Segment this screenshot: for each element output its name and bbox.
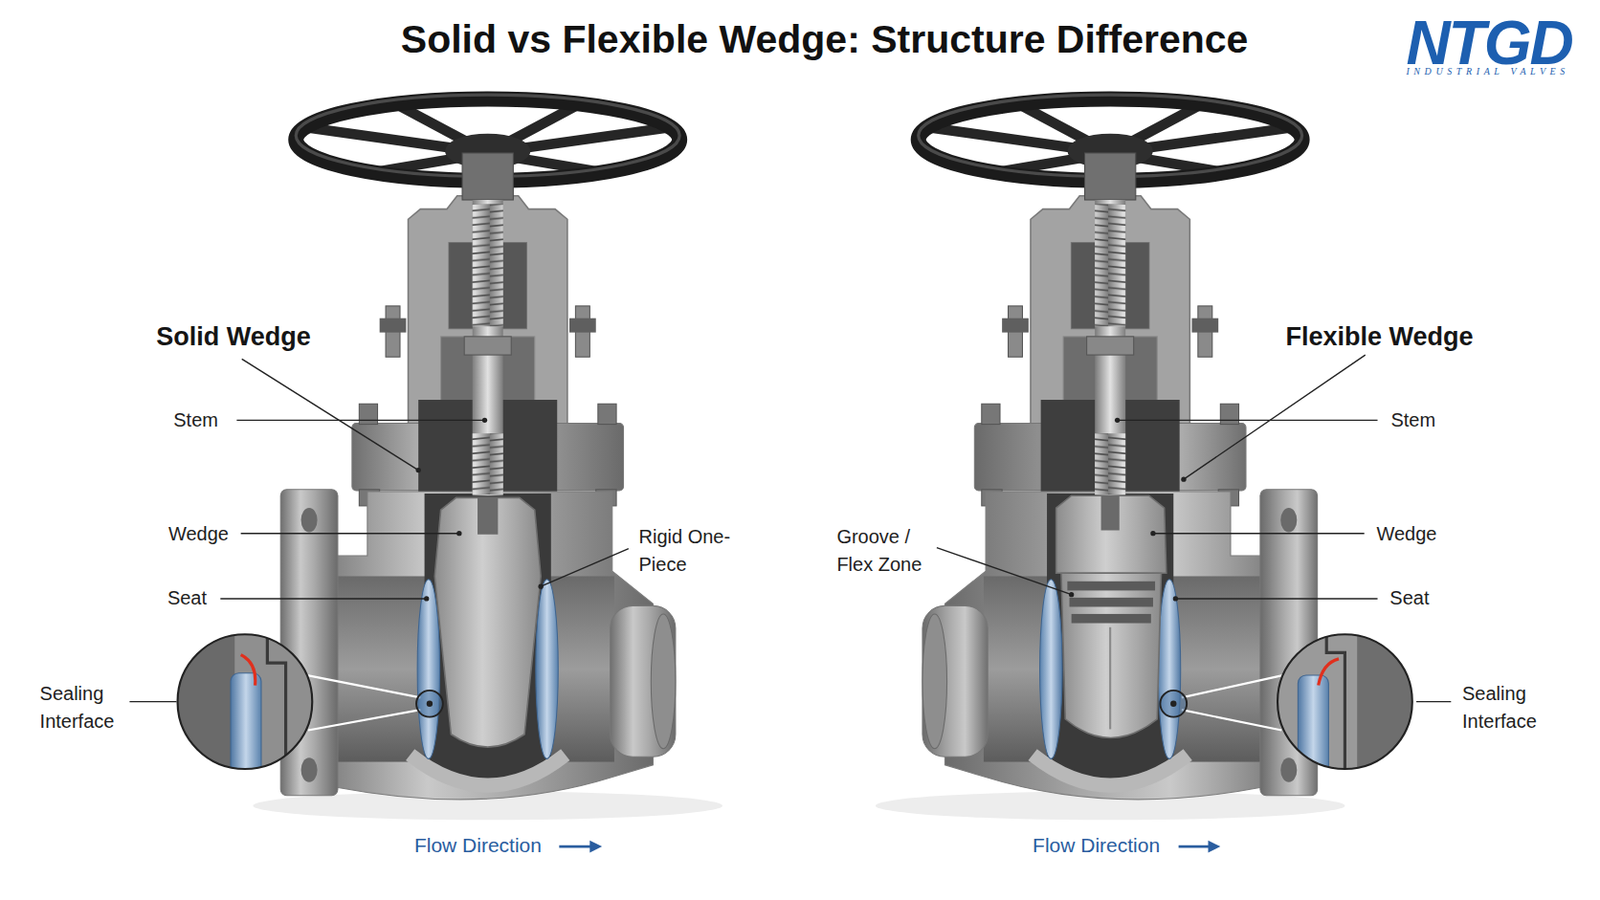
sealing-zoom-inset-part — [177, 634, 313, 770]
leader-line-part — [1153, 533, 1365, 534]
leader-line-part — [129, 701, 177, 703]
leader-line-part — [540, 549, 629, 587]
leader-line-part — [482, 418, 488, 423]
leader-line-part — [1180, 477, 1186, 483]
section-heading: Solid Wedge — [155, 318, 312, 356]
logo-text: NTGD — [1405, 12, 1572, 74]
leader-line-part — [936, 548, 1072, 596]
part-label: Rigid One-Piece — [639, 523, 742, 579]
flexible-wedge-part — [1066, 581, 1156, 592]
flexible-wedge-part — [1109, 627, 1112, 731]
flexible-wedge-part — [1101, 495, 1120, 531]
part-label: Sealing Interface — [1462, 680, 1560, 736]
leader-line-part — [423, 596, 429, 601]
sealing-zoom-inset-part — [308, 710, 421, 731]
diagram-title: Solid vs Flexible Wedge: Structure Diffe… — [400, 16, 1249, 62]
solid-wedge-part — [434, 497, 541, 748]
solid-wedge — [434, 497, 541, 748]
sealing-zoom-inset-part — [1181, 675, 1285, 698]
part-label: Seat — [1389, 583, 1429, 612]
leader-line-part — [242, 358, 419, 470]
sealing-zoom-inset-part — [1277, 634, 1413, 770]
sealing-zoom-inset-part — [306, 675, 421, 698]
leader-line-part — [1183, 355, 1366, 480]
sealing-zoom-inset-part — [173, 632, 316, 786]
flow-label: Flow Direction — [1032, 831, 1160, 861]
flexible-wedge-part — [1056, 495, 1167, 574]
leader-line-part — [220, 598, 426, 600]
part-label: Seat — [167, 583, 207, 612]
flexible-wedge-part — [1069, 598, 1154, 608]
flexible-wedge — [1056, 495, 1167, 738]
flexible-wedge-part — [1061, 573, 1162, 738]
sealing-zoom-inset-part — [1170, 701, 1177, 708]
leader-line-part — [1117, 420, 1378, 422]
leader-line-part — [236, 420, 485, 422]
sealing-zoom-inset-part — [426, 701, 433, 708]
leader-line — [129, 355, 1451, 703]
sealing-zoom-inset-part-part — [1318, 659, 1339, 687]
leader-line-part — [456, 531, 462, 536]
gate-valve-body — [875, 94, 1346, 821]
flow-arrow-part — [1178, 845, 1211, 849]
flow-arrow-part — [558, 845, 592, 849]
leader-line-part — [537, 583, 543, 589]
solid-wedge-part — [477, 497, 498, 534]
sealing-zoom-inset-part-part — [1275, 632, 1419, 776]
leader-line-part — [1068, 592, 1074, 598]
logo-subtext: INDUSTRIAL VALVES — [1405, 66, 1570, 77]
sealing-zoom-inset-part-part — [173, 632, 235, 776]
leader-line-part — [1150, 531, 1156, 536]
part-label: Sealing Interface — [40, 680, 138, 736]
part-label: Wedge — [168, 519, 229, 548]
flow-label: Flow Direction — [414, 831, 542, 861]
leader-line-part — [1175, 598, 1378, 600]
leader-line-part — [1416, 701, 1451, 703]
part-label: Groove / Flex Zone — [836, 523, 934, 579]
sealing-zoom-inset-part-part — [241, 655, 256, 687]
leader-line-part — [416, 467, 422, 473]
leader-line-part — [1114, 418, 1120, 423]
part-label: Stem — [1390, 406, 1436, 435]
sealing-zoom-inset-part-part — [266, 632, 286, 776]
leader-line-part — [241, 533, 460, 534]
section-heading: Flexible Wedge — [1286, 318, 1474, 356]
part-label: Wedge — [1376, 519, 1437, 548]
flexible-wedge-part — [1071, 614, 1152, 624]
sealing-zoom-inset — [173, 632, 444, 786]
sealing-zoom-inset-part-part — [1326, 632, 1345, 776]
flow-arrow-part — [1208, 841, 1222, 854]
flow-arrow-part — [589, 841, 602, 854]
sealing-zoom-inset-part — [1275, 632, 1419, 786]
sealing-zoom-inset-part — [416, 690, 444, 718]
sealing-zoom-inset-part — [1159, 690, 1187, 718]
sealing-zoom-inset-part — [1181, 710, 1283, 731]
gate-valve-body — [252, 94, 723, 821]
part-label: Stem — [173, 406, 219, 435]
valve-drawing — [129, 94, 1451, 853]
sealing-zoom-inset-part-part — [1297, 675, 1329, 786]
leader-line-part — [1173, 596, 1178, 601]
sealing-zoom-inset — [1159, 632, 1419, 786]
